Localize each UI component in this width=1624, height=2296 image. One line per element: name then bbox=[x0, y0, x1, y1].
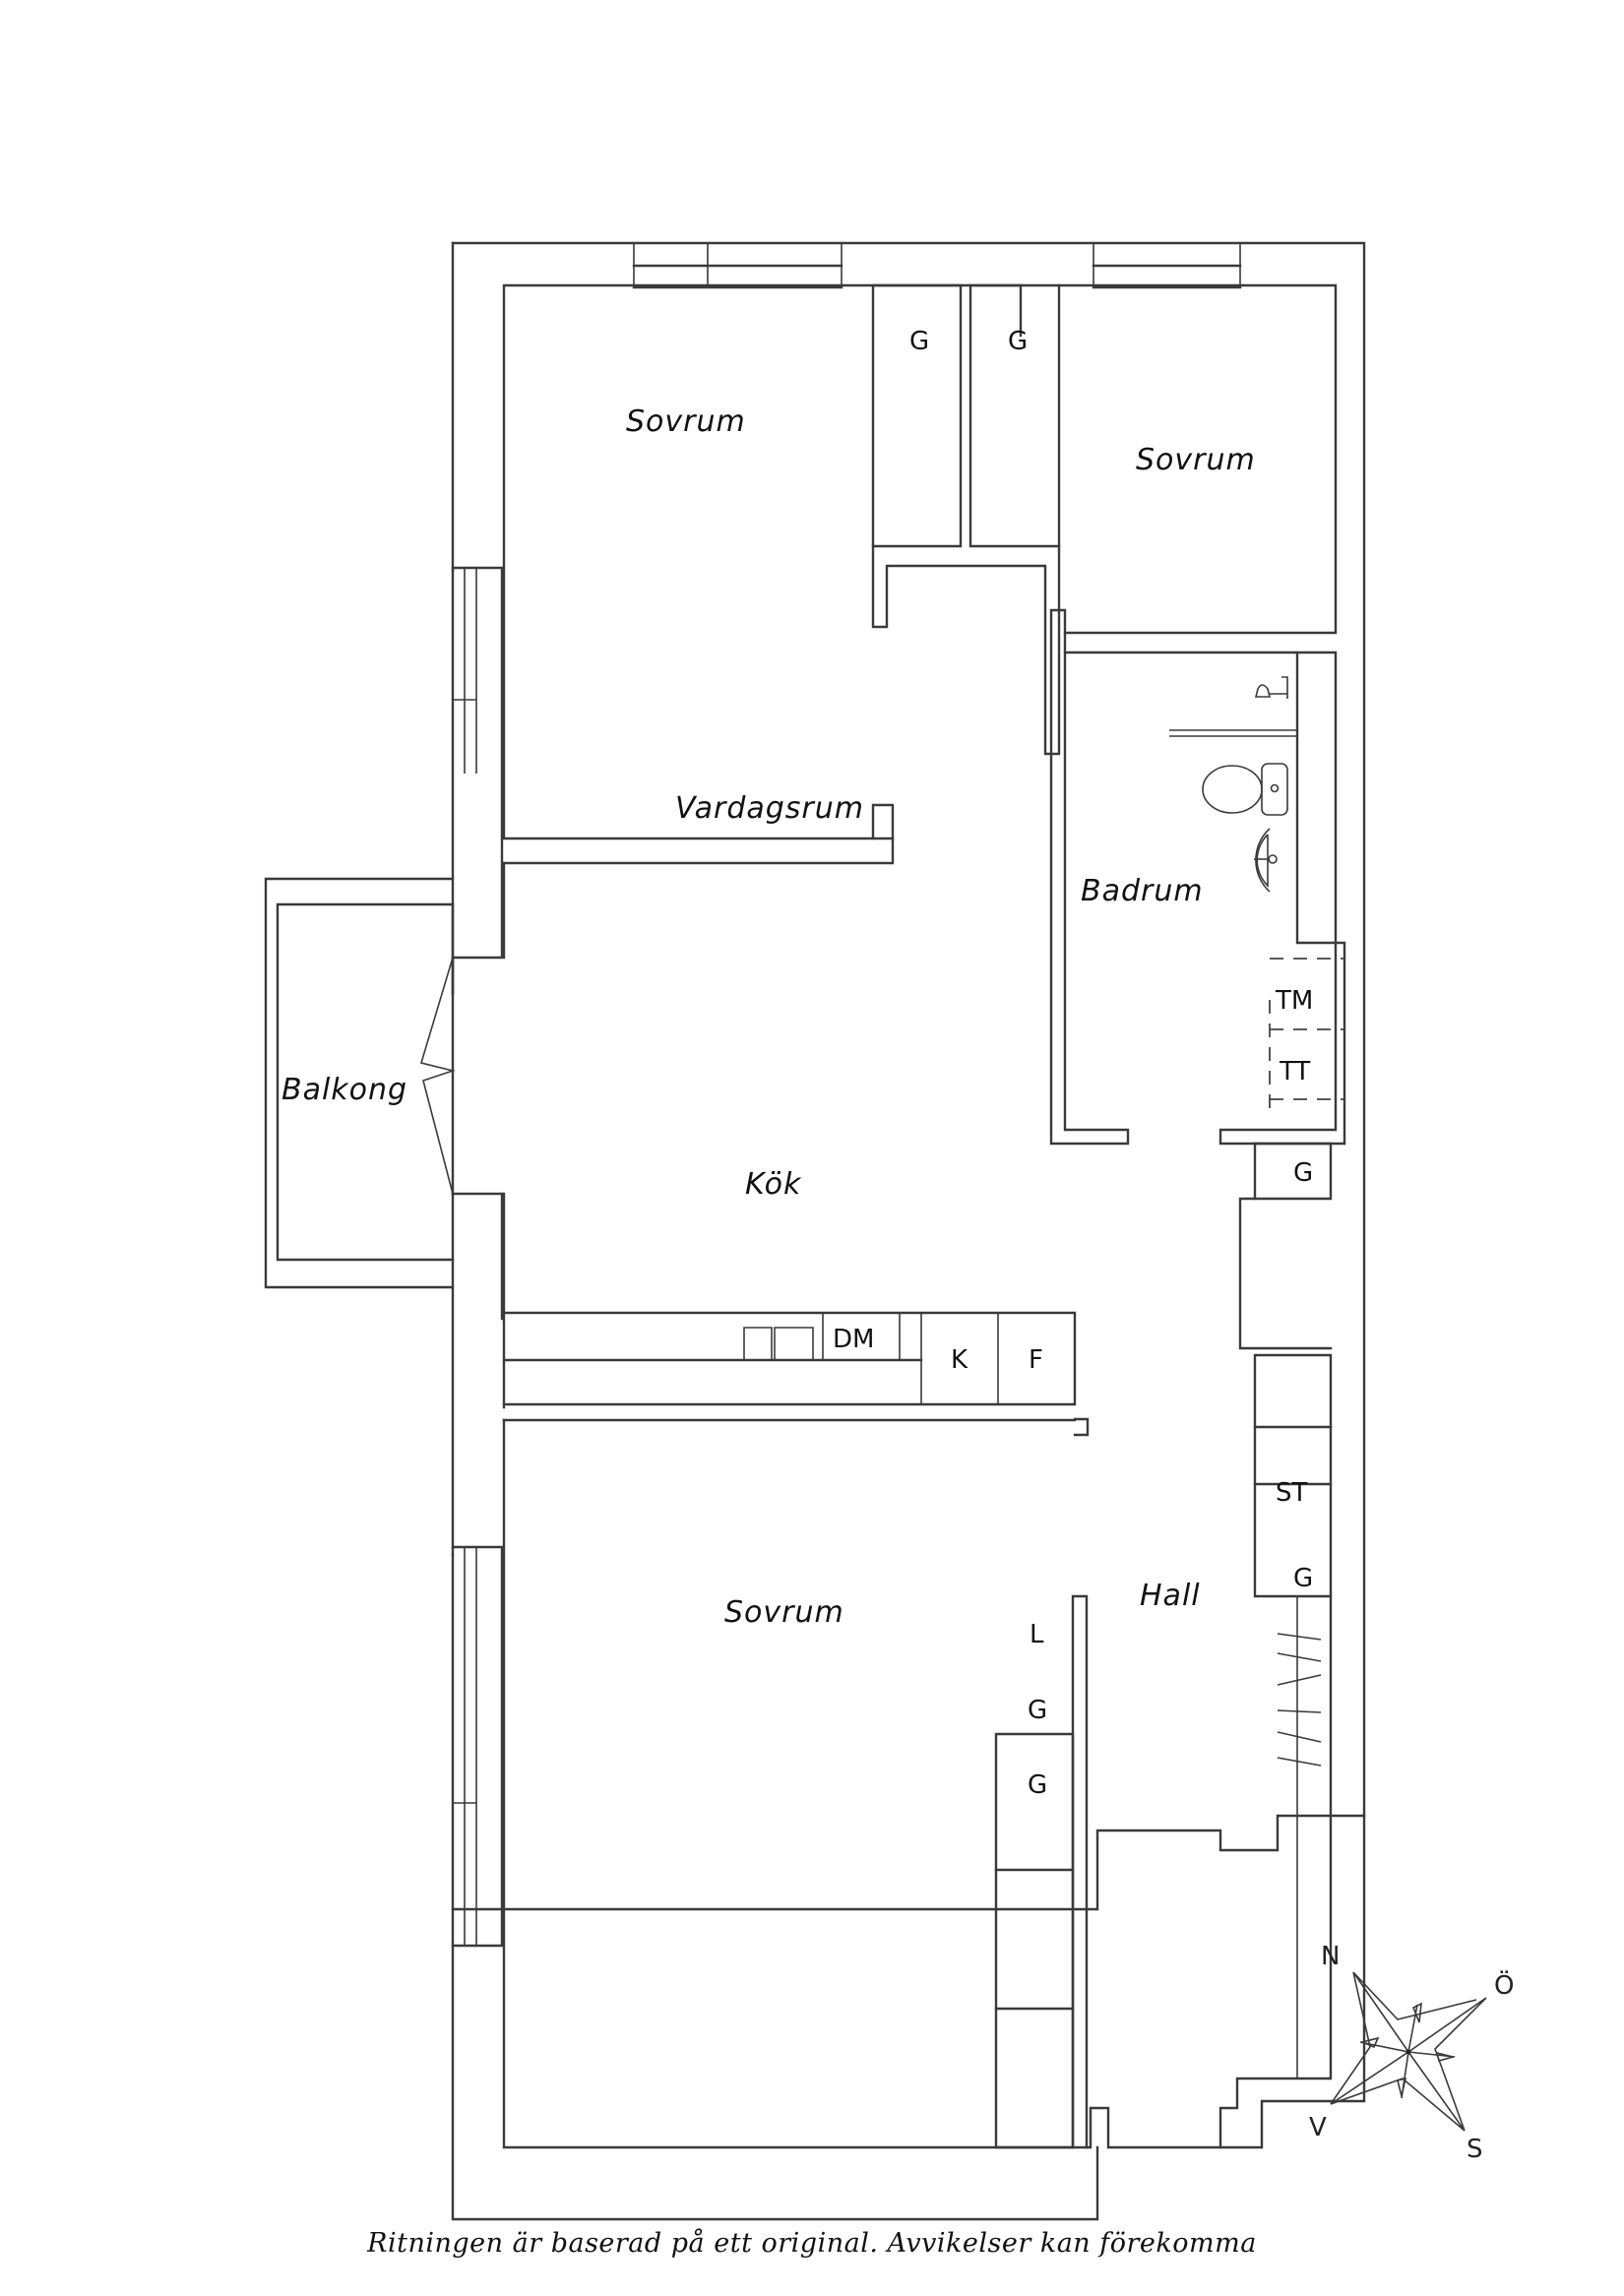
fixture-closet-sw-1: G bbox=[1028, 1696, 1047, 1725]
room-label-bathroom: Badrum bbox=[1081, 874, 1204, 908]
fixture-closet-hall-mid: G bbox=[1293, 1564, 1313, 1593]
washer-dryer bbox=[1269, 958, 1344, 1116]
room-label-kitchen: Kök bbox=[745, 1167, 802, 1202]
fixture-closet-hall-top: G bbox=[1293, 1158, 1313, 1188]
fixture-closet-sw-2: G bbox=[1028, 1770, 1047, 1800]
kitchen-counter bbox=[502, 1192, 1090, 1437]
living-left-window bbox=[451, 566, 506, 960]
compass-south: S bbox=[1467, 2135, 1483, 2164]
room-label-hall: Hall bbox=[1140, 1579, 1201, 1613]
window-top-right bbox=[1092, 243, 1242, 289]
fixture-fridge: K bbox=[951, 1345, 968, 1375]
balcony-walls bbox=[264, 877, 504, 1321]
compass-rose-icon bbox=[1330, 1971, 1487, 2132]
compass-east: Ö bbox=[1494, 1969, 1514, 2001]
compass-north: N bbox=[1321, 1942, 1340, 1971]
fixture-freezer: F bbox=[1029, 1345, 1043, 1375]
fixture-closet-nw: G bbox=[909, 327, 929, 356]
fixture-storage-hall: ST bbox=[1276, 1478, 1308, 1508]
fixture-dishwasher: DM bbox=[833, 1325, 874, 1354]
fixture-washer: TM bbox=[1275, 986, 1313, 1016]
window-top-left bbox=[632, 243, 843, 289]
bedroom-ne-walls bbox=[1049, 283, 1338, 1146]
bedroom-nw-walls bbox=[502, 283, 1061, 865]
shower-icon bbox=[1254, 676, 1288, 699]
fixture-closet-ne: G bbox=[1008, 327, 1028, 356]
exterior-walls bbox=[451, 241, 1366, 1911]
room-label-bedroom-sw: Sovrum bbox=[724, 1595, 844, 1630]
sink-icon bbox=[1254, 828, 1278, 893]
hall-walls bbox=[451, 1142, 1366, 2221]
room-label-bedroom-nw: Sovrum bbox=[626, 404, 746, 439]
compass-west: V bbox=[1309, 2113, 1327, 2142]
bathroom-walls bbox=[1063, 651, 1346, 1146]
fixture-linen-sw: L bbox=[1030, 1620, 1044, 1649]
room-label-living-room: Vardagsrum bbox=[675, 791, 864, 826]
fixture-dryer: TT bbox=[1279, 1057, 1310, 1086]
bedroom-sw-walls bbox=[451, 1418, 1089, 2149]
toilet-icon bbox=[1202, 763, 1288, 816]
disclaimer-caption: Ritningen är baserad på ett original. Av… bbox=[366, 2227, 1257, 2259]
room-label-bedroom-ne: Sovrum bbox=[1136, 443, 1256, 477]
room-label-balcony: Balkong bbox=[281, 1073, 407, 1107]
